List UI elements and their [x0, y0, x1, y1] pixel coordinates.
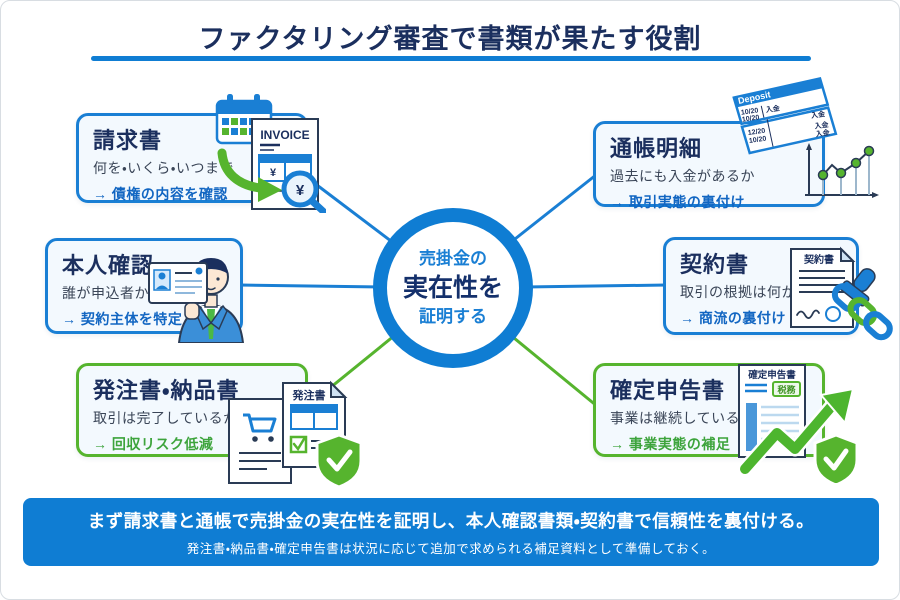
invoice-icon: INVOICE ¥ ¥	[215, 94, 326, 213]
center-line2: 実在性を	[402, 273, 503, 302]
deposit-date-3: 12/20	[747, 128, 765, 137]
green-arrow-icon	[217, 148, 282, 202]
yen-magnifier: ¥	[296, 182, 305, 199]
box-order-result: → 回収リスク低減	[93, 436, 214, 453]
box-identity-title: 本人確認	[62, 253, 155, 278]
box-tax-title: 確定申告書	[610, 378, 726, 403]
id-card-icon	[148, 262, 208, 320]
summary-sub-text: 発注書・納品書・確定申告書は状況に応じて追加で求められる補足資料として準備してお…	[186, 541, 716, 556]
box-contract-question: 取引の根拠は何か	[680, 284, 796, 301]
deposit-date-1: 10/20	[741, 107, 759, 116]
magnifier-icon: ¥	[281, 170, 326, 213]
invoice-label: INVOICE	[260, 128, 309, 142]
box-identity-question: 誰が申込者か	[62, 285, 149, 302]
box-contract-title: 契約書	[680, 252, 750, 277]
title-underline	[91, 56, 811, 61]
deposit-entry-2: 入金	[809, 109, 826, 120]
order-doc-label: 発注書	[292, 388, 326, 402]
box-bankbook-question: 過去にも入金があるか	[610, 168, 755, 185]
yen-table-cell: ¥	[270, 167, 277, 179]
deposit-entry-1: 入金	[764, 103, 781, 114]
center-line1: 売掛金の	[419, 249, 487, 269]
box-identity-result: → 契約主体を特定	[62, 311, 183, 328]
growth-chart-icon	[805, 143, 879, 198]
box-invoice-title: 請求書	[93, 128, 163, 153]
box-contract-result: → 商流の裏付け	[680, 310, 786, 327]
chain-icon	[831, 283, 893, 341]
center-claim-circle: 売掛金の 実在性を 証明する	[373, 208, 533, 368]
summary-banner: まず請求書と通帳で売掛金の実在性を証明し、本人確認書類・契約書で信頼性を裏付ける…	[23, 498, 879, 566]
order-docs-icon: 発注書	[228, 380, 363, 487]
deposit-date-2: 10/20	[742, 114, 760, 123]
summary-main-text: まず請求書と通帳で売掛金の実在性を証明し、本人確認書類・契約書で信頼性を裏付ける…	[87, 510, 815, 531]
box-order-question: 取引は完了しているか	[93, 410, 238, 427]
page-title: ファクタリング審査で書類が果たす役割	[198, 24, 702, 54]
tax-badge-label: 税務	[777, 384, 796, 395]
box-order-title: 発注書・納品書	[93, 378, 240, 403]
box-bankbook-result: → 取引実態の裏付け	[610, 194, 745, 211]
contract-doc-label: 契約書	[804, 253, 834, 266]
tax-return-icon: 確定申告書 税務	[737, 364, 859, 483]
deposit-entry-3: 入金	[813, 120, 830, 131]
delivery-doc-icon	[228, 398, 292, 484]
box-invoice-result: → 債権の内容を確認	[93, 186, 228, 203]
person-id-icon	[148, 258, 245, 343]
tax-check-shield-icon	[813, 433, 859, 483]
check-shield-icon	[315, 433, 363, 487]
tax-doc-label: 確定申告書	[747, 369, 796, 381]
center-line3: 証明する	[419, 307, 487, 327]
box-bankbook-title: 通帳明細	[610, 136, 703, 161]
box-invoice-question: 何を・いくら・いつまで	[93, 160, 235, 177]
bankbook-icon: Deposit 10/20 10/20 入金 12/20 10/20 入金 入金…	[732, 77, 838, 155]
deposit-date-4: 10/20	[749, 136, 767, 145]
deposit-entry-4: 入金	[814, 128, 831, 139]
box-tax-question: 事業は継続しているか	[610, 410, 755, 427]
rise-arrow-icon	[737, 387, 855, 477]
box-tax-result: → 事業実態の補足	[610, 436, 731, 453]
